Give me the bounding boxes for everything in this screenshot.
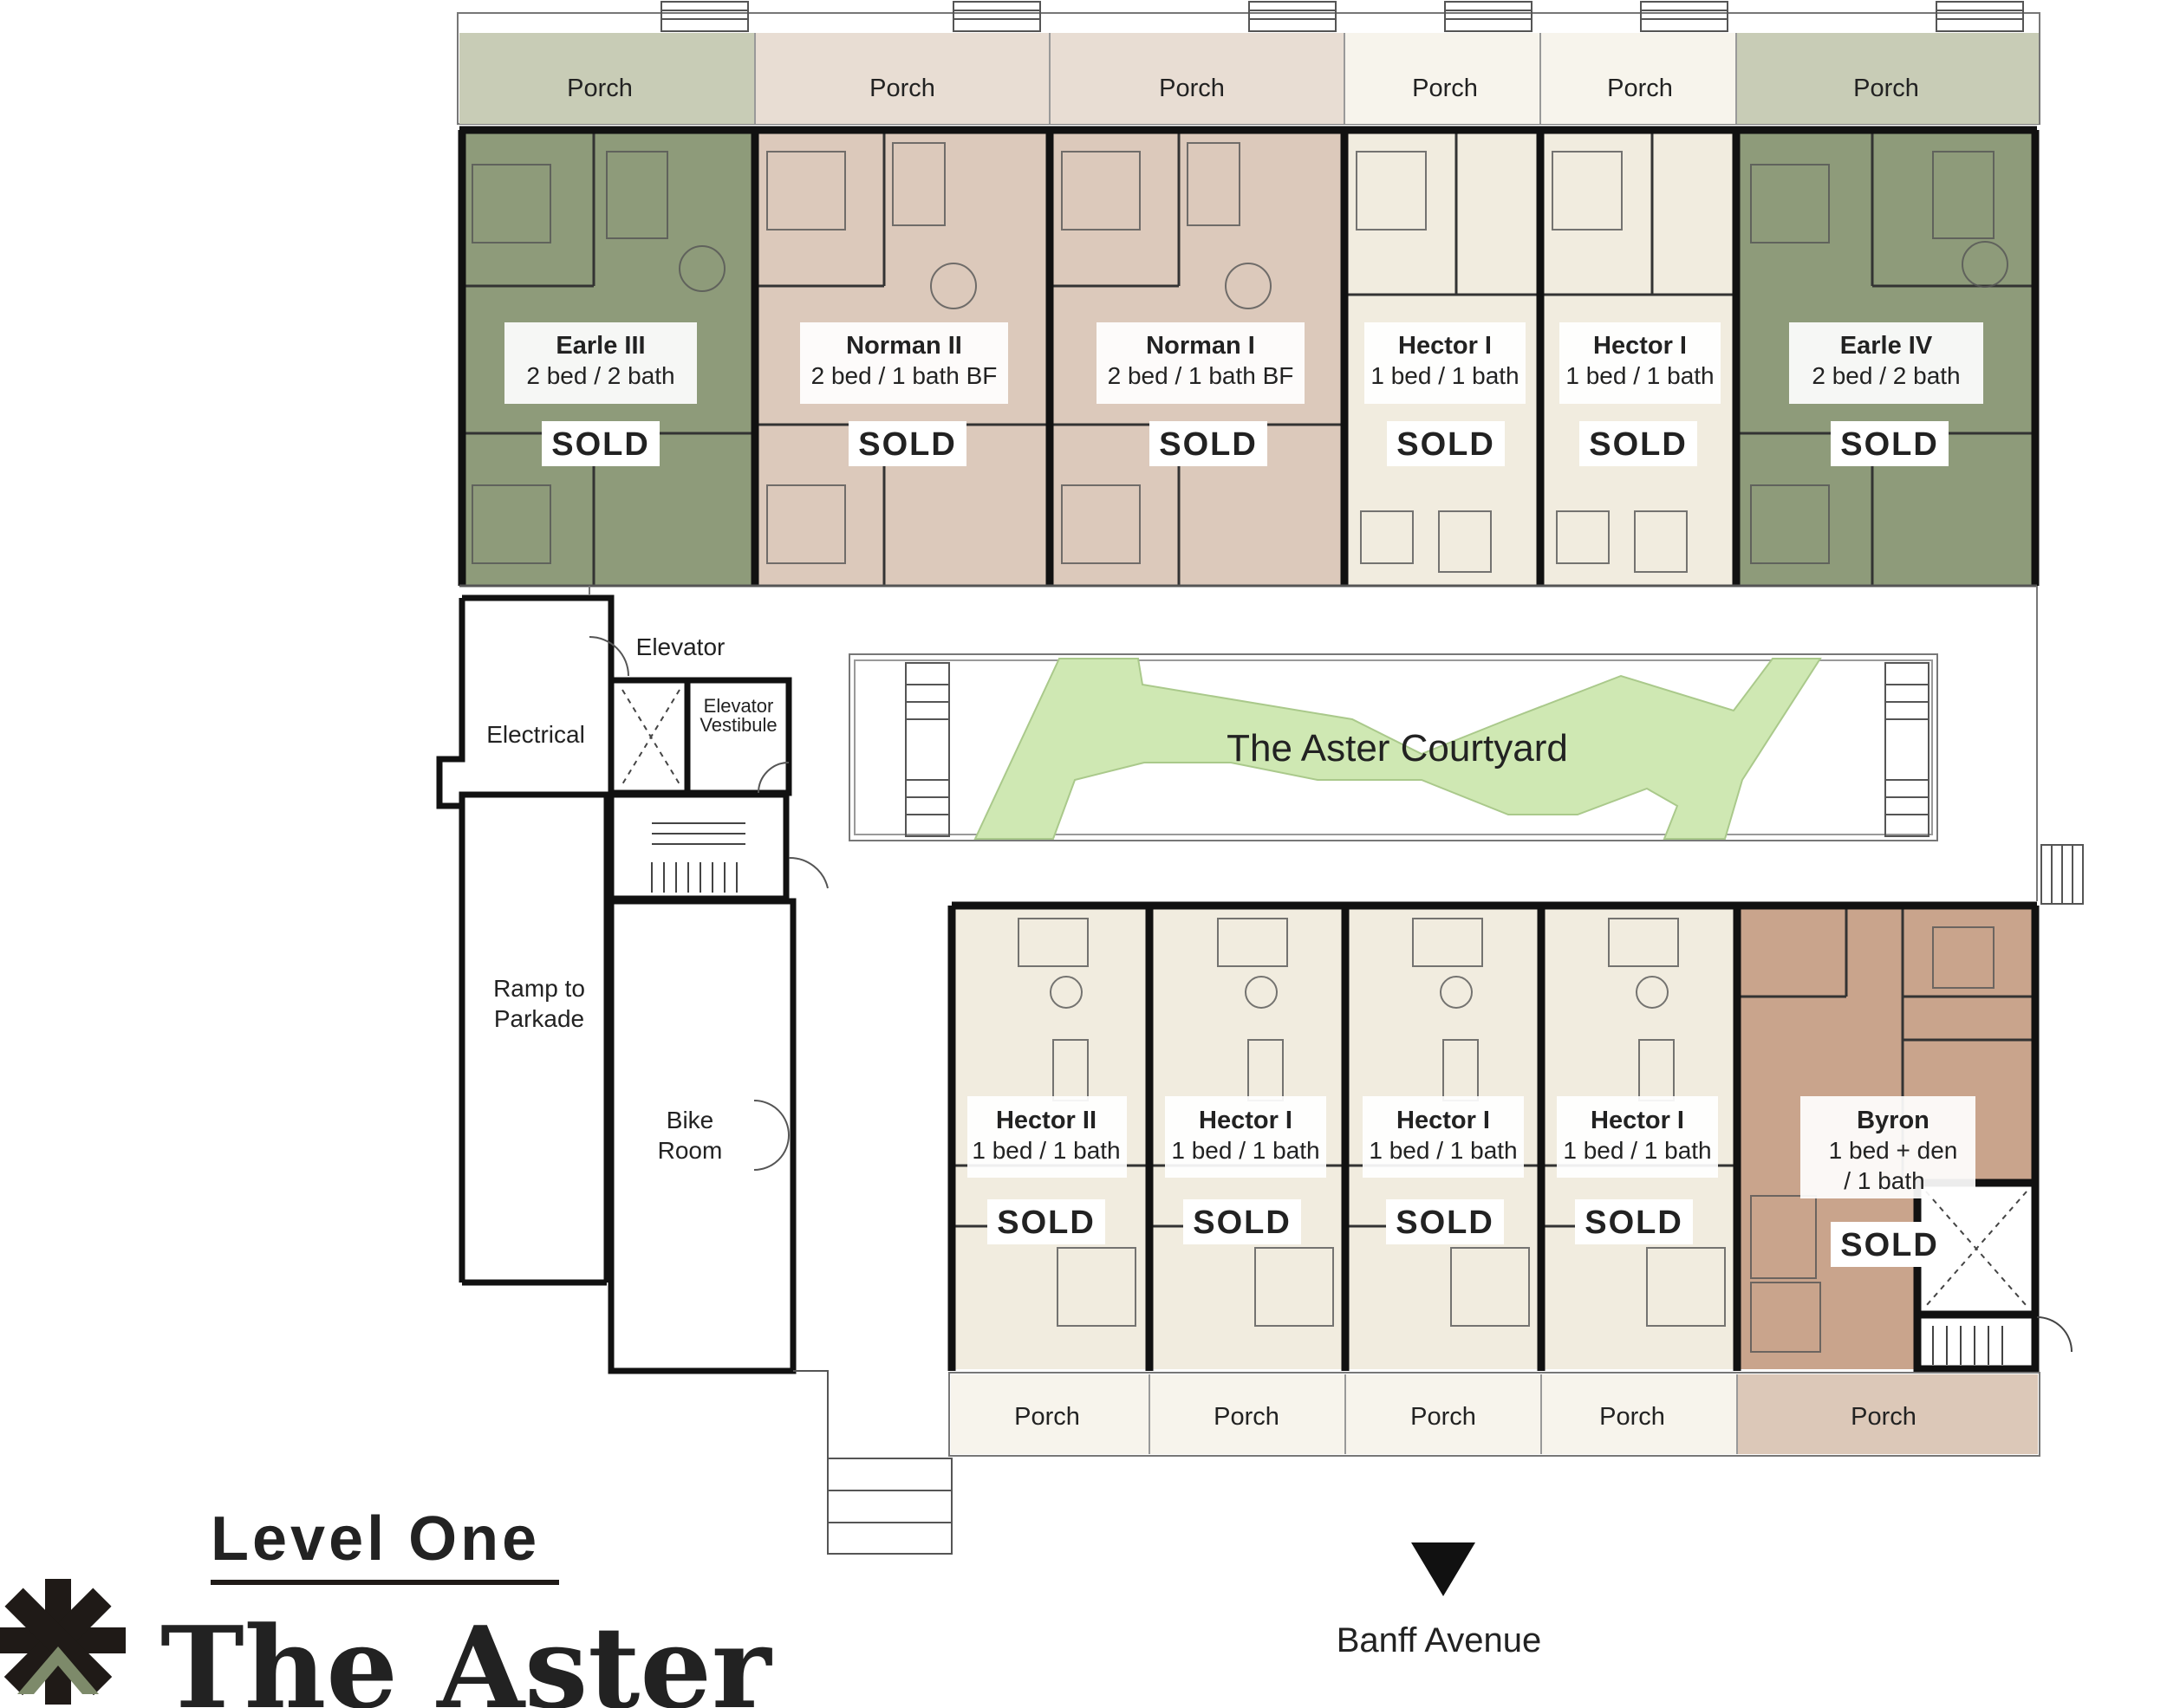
entry-steps xyxy=(793,1370,953,1555)
unit-type-8: 1 bed / 1 bath xyxy=(1171,1137,1319,1164)
sold-badge-3: SOLD xyxy=(1159,426,1258,463)
north-arrow-icon xyxy=(1411,1542,1475,1596)
sold-badge-1: SOLD xyxy=(551,426,650,463)
porch-6 xyxy=(1737,33,2039,124)
porch-label-3: Porch xyxy=(1159,75,1225,102)
sold-badge-6: SOLD xyxy=(1840,426,1939,463)
side-steps xyxy=(2040,844,2084,905)
bike-label-2: Room xyxy=(658,1137,723,1164)
porch-label-8: Porch xyxy=(1214,1403,1279,1431)
vestibule-label-2: Vestibule xyxy=(700,714,777,736)
porch-label-4: Porch xyxy=(1412,75,1478,102)
brand-title: The Aster xyxy=(160,1601,772,1708)
vestibule-label-1: Elevator xyxy=(704,695,774,717)
porch-label-2: Porch xyxy=(869,75,935,102)
unit-name-5: Hector I xyxy=(1593,332,1687,360)
top-porches: Porch Porch Porch Porch Porch Porch xyxy=(459,33,2039,124)
sold-badge-11: SOLD xyxy=(1840,1227,1939,1263)
level-title: Level One xyxy=(211,1504,540,1574)
porch-5 xyxy=(1541,33,1735,124)
sold-badge-9: SOLD xyxy=(1396,1205,1494,1241)
unit-type-1: 2 bed / 2 bath xyxy=(526,362,674,389)
porch-label-11: Porch xyxy=(1851,1403,1916,1431)
unit-type-6: 2 bed / 2 bath xyxy=(1812,362,1960,389)
top-unit-labels: Earle III 2 bed / 2 bath SOLD Norman II … xyxy=(504,322,1983,466)
unit-name-8: Hector I xyxy=(1199,1107,1292,1134)
porch-4 xyxy=(1345,33,1539,124)
electrical-label: Electrical xyxy=(486,721,585,748)
unit-type-2: 2 bed / 1 bath BF xyxy=(811,362,998,389)
street-marker: Banff Avenue xyxy=(1337,1542,1542,1659)
sold-badge-5: SOLD xyxy=(1589,426,1688,463)
sold-badge-10: SOLD xyxy=(1585,1205,1683,1241)
unit-name-3: Norman I xyxy=(1146,332,1255,360)
porch-label-5: Porch xyxy=(1607,75,1673,102)
bottom-unit-labels: Hector II 1 bed / 1 bath SOLD Hector I 1… xyxy=(967,1096,1975,1267)
porch-label-10: Porch xyxy=(1599,1403,1665,1431)
bottom-walls xyxy=(947,901,2040,1374)
porch-11 xyxy=(1738,1374,2038,1454)
sold-badge-7: SOLD xyxy=(997,1205,1096,1241)
courtyard: The Aster Courtyard xyxy=(849,653,1938,841)
ramp-label-2: Parkade xyxy=(494,1005,584,1032)
unit-name-9: Hector I xyxy=(1396,1107,1490,1134)
bottom-porches: Porch Porch Porch Porch Porch xyxy=(948,1372,2040,1457)
porch-10 xyxy=(1542,1374,1736,1454)
service-block: Elevator Elevator Vestibule Electrical R… xyxy=(436,586,2038,1374)
bike-label-1: Bike xyxy=(667,1107,713,1133)
street-label: Banff Avenue xyxy=(1337,1621,1542,1659)
title-block: Level One The Aster xyxy=(0,1504,772,1708)
sold-badge-8: SOLD xyxy=(1193,1205,1292,1241)
top-walls xyxy=(458,126,2040,586)
unit-type-11: 1 bed + den xyxy=(1829,1137,1958,1164)
porch-label-1: Porch xyxy=(567,75,633,102)
sold-badge-4: SOLD xyxy=(1396,426,1495,463)
unit-type-3: 2 bed / 1 bath BF xyxy=(1108,362,1294,389)
courtyard-label: The Aster Courtyard xyxy=(1227,727,1568,770)
unit-type-9: 1 bed / 1 bath xyxy=(1369,1137,1517,1164)
unit-name-4: Hector I xyxy=(1398,332,1492,360)
unit-name-11: Byron xyxy=(1857,1107,1929,1134)
ramp-label-1: Ramp to xyxy=(493,975,585,1002)
unit-name-10: Hector I xyxy=(1591,1107,1684,1134)
porch-label-7: Porch xyxy=(1014,1403,1080,1431)
unit-type-7: 1 bed / 1 bath xyxy=(972,1137,1120,1164)
unit-type-10: 1 bed / 1 bath xyxy=(1563,1137,1711,1164)
unit-type-5: 1 bed / 1 bath xyxy=(1565,362,1714,389)
elevator-label: Elevator xyxy=(636,633,726,660)
porch-steps xyxy=(661,1,2024,32)
top-furniture xyxy=(472,142,2008,573)
porch-8 xyxy=(1150,1374,1344,1454)
porch-label-6: Porch xyxy=(1853,75,1919,102)
porch-9 xyxy=(1346,1374,1540,1454)
porch-7 xyxy=(951,1374,1149,1454)
unit-name-6: Earle IV xyxy=(1840,332,1933,360)
porch-1 xyxy=(459,33,754,124)
porch-2 xyxy=(756,33,1049,124)
unit-name-1: Earle III xyxy=(556,332,645,360)
sold-badge-2: SOLD xyxy=(858,426,957,463)
porch-label-9: Porch xyxy=(1410,1403,1476,1431)
byron-core xyxy=(1925,1191,2073,1365)
unit-type-11b: / 1 bath xyxy=(1844,1167,1924,1194)
unit-name-2: Norman II xyxy=(846,332,962,360)
porch-3 xyxy=(1051,33,1344,124)
brand-logo-icon xyxy=(0,1579,126,1705)
unit-type-4: 1 bed / 1 bath xyxy=(1370,362,1519,389)
unit-name-7: Hector II xyxy=(996,1107,1097,1134)
